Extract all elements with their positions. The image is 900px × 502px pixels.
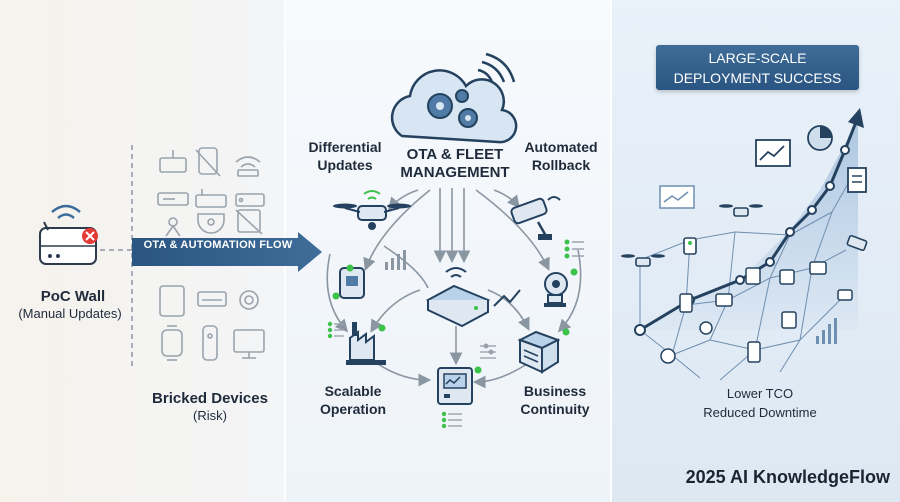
list-icon-bottom	[441, 411, 462, 429]
sensor-icon	[683, 237, 697, 255]
wifi-icon	[235, 156, 261, 177]
downtime-line: Reduced Downtime	[703, 405, 817, 420]
scalable-operation-label: Scalable Operation	[308, 382, 398, 418]
deploy-line2: DEPLOYMENT SUCCESS	[673, 70, 842, 86]
brand-watermark: 2025 AI KnowledgeFlow	[685, 467, 890, 487]
smartwatch-icon	[161, 325, 183, 361]
continuity-line1: Business	[523, 383, 587, 399]
deploy-line1: LARGE-SCALE	[708, 50, 807, 66]
bricked-devices-subtitle: (Risk)	[193, 408, 227, 423]
pie-chart-icon	[807, 125, 833, 151]
growth-area	[640, 120, 858, 330]
dome-camera-icon	[197, 213, 225, 234]
router-icon	[195, 189, 227, 208]
automated-rollback-label: Automated Rollback	[516, 138, 606, 174]
ac-unit-icon	[197, 291, 227, 307]
poc-wall-subtitle: (Manual Updates)	[18, 306, 122, 321]
tco-line: Lower TCO	[726, 386, 794, 401]
differential-updates-label: Differential Updates	[300, 138, 390, 174]
business-continuity-label: Business Continuity	[510, 382, 600, 418]
status-list-icon	[564, 239, 584, 259]
drone-icon	[621, 254, 665, 267]
bar-chart-icon	[816, 318, 837, 344]
bricked-devices-title: Bricked Devices	[152, 390, 268, 407]
center-router-icon	[425, 267, 521, 328]
document-icon	[847, 167, 867, 193]
continuity-line2: Continuity	[520, 401, 590, 417]
scalable-line1: Scalable	[324, 383, 382, 399]
antenna-icon	[159, 150, 187, 173]
drone-icon	[333, 190, 411, 230]
camera-icon	[846, 234, 868, 252]
gear-icon	[239, 290, 259, 310]
rollback-line2: Rollback	[531, 157, 591, 173]
modem-icon	[235, 193, 265, 207]
tablet-off-icon	[195, 147, 221, 177]
hub-title-line2: MANAGEMENT	[400, 164, 510, 181]
chart-card-icon	[755, 139, 791, 167]
tablet-icon	[159, 285, 185, 317]
remote-icon	[202, 325, 218, 361]
bar-chart-icon	[385, 250, 406, 270]
cloud-gears-icon	[390, 52, 518, 144]
box-device-icon	[157, 192, 189, 206]
router-error-icon	[39, 204, 98, 265]
industrial-controller-icon	[437, 366, 482, 405]
device-icons-right	[660, 261, 853, 364]
growth-arrow-icon	[848, 108, 864, 128]
deployment-success-banner: LARGE-SCALE DEPLOYMENT SUCCESS	[656, 45, 859, 90]
panel-divider	[610, 0, 612, 502]
gateway-icon	[332, 264, 365, 300]
benefits-text: Lower TCO Reduced Downtime	[680, 384, 840, 422]
poc-device-grid	[157, 147, 265, 361]
robot-arm-icon	[165, 217, 181, 237]
factory-icon	[346, 322, 386, 365]
network-mesh	[639, 179, 851, 381]
flow-label: OTA & AUTOMATION FLOW	[143, 239, 293, 251]
rollback-line1: Automated	[524, 139, 598, 155]
security-camera-icon	[510, 196, 561, 240]
hub-title: OTA & FLEET MANAGEMENT	[395, 146, 515, 182]
monitor-icon	[233, 329, 265, 359]
differential-line1: Differential	[308, 139, 382, 155]
growth-nodes	[634, 145, 850, 336]
differential-line2: Updates	[317, 157, 373, 173]
flow-arrow	[132, 232, 322, 272]
bullet-camera-icon	[544, 268, 578, 307]
panel-off-icon	[235, 209, 263, 235]
poc-wall-title: PoC Wall	[40, 288, 106, 305]
list-icon-left	[327, 321, 344, 339]
hub-title-line1: OTA & FLEET	[406, 146, 504, 163]
server-box-icon	[517, 328, 570, 374]
dashboard-card-icon	[659, 185, 695, 209]
scalable-line2: Operation	[319, 401, 387, 417]
sliders-icon	[480, 343, 496, 359]
drone-icon	[719, 204, 763, 217]
